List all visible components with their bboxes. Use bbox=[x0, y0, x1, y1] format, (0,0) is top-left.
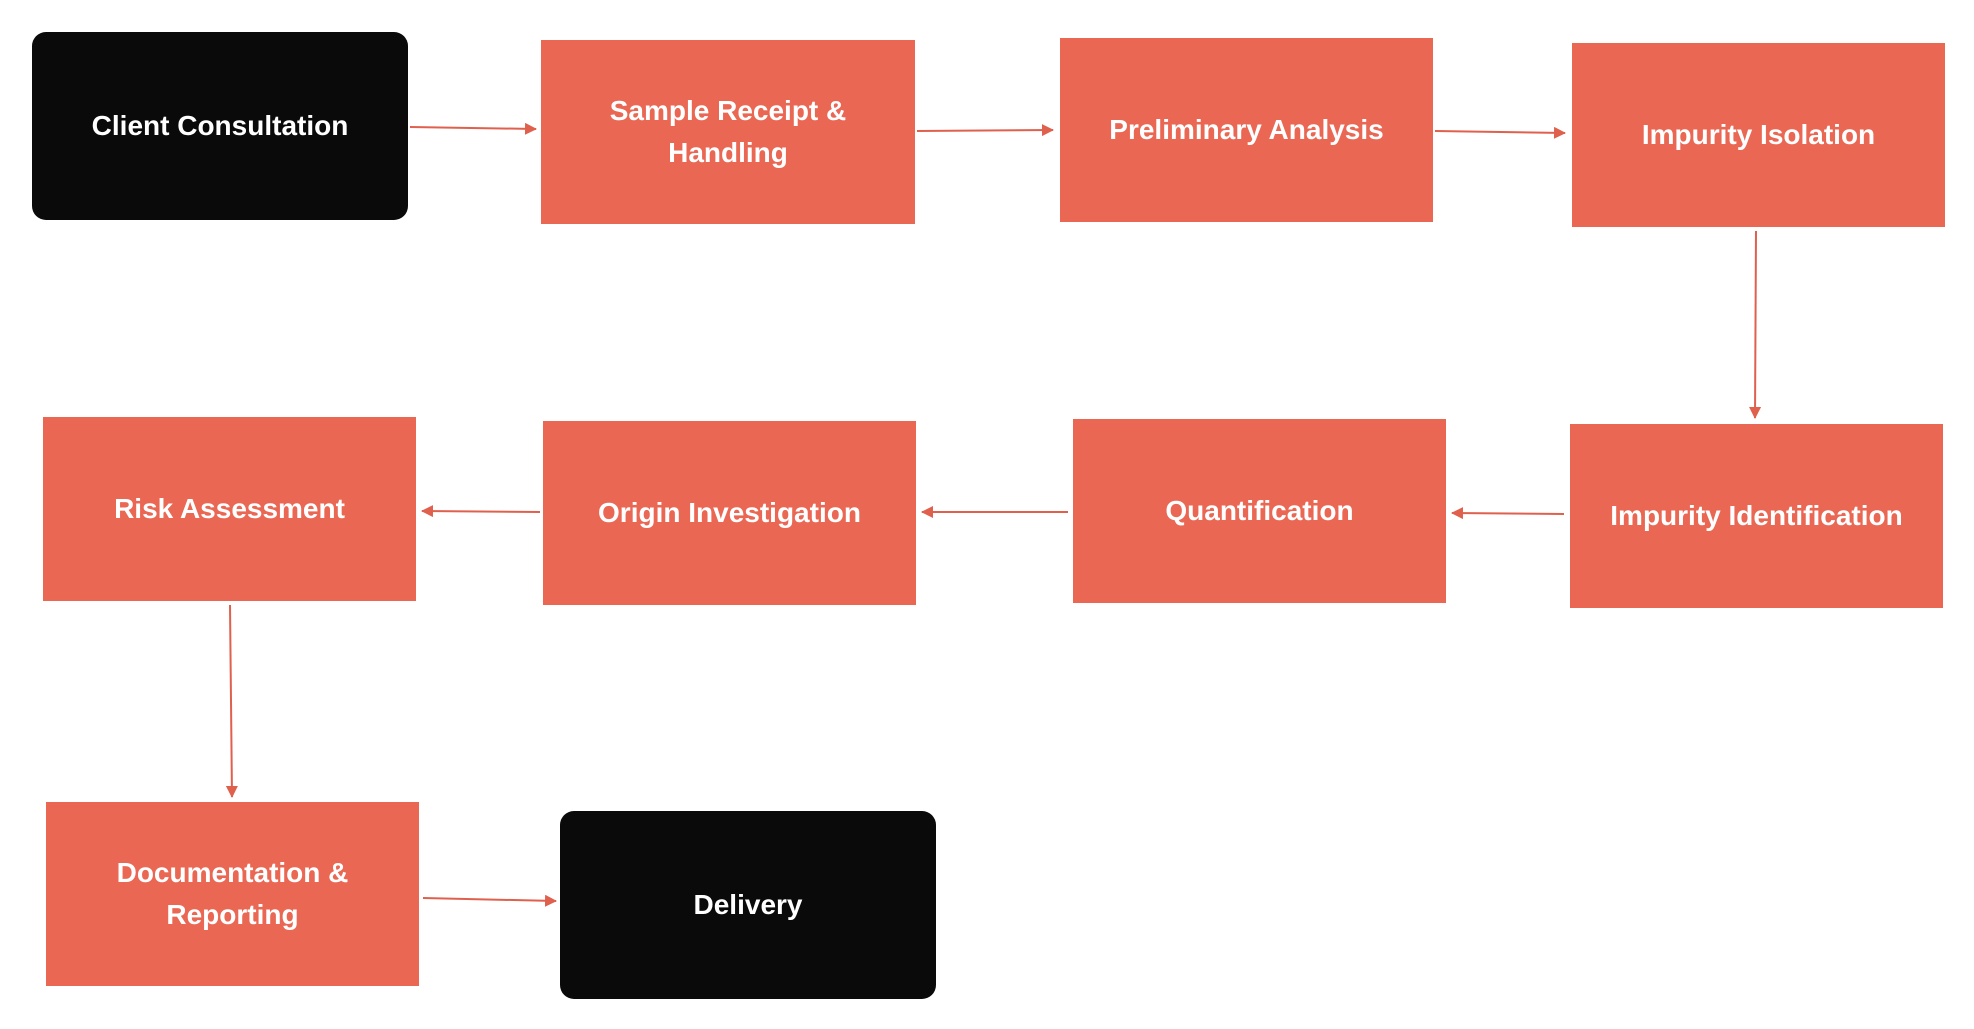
arrow-impurity-identification-to-quantification bbox=[1451, 507, 1565, 520]
node-documentation-reporting: Documentation & Reporting bbox=[46, 802, 419, 986]
node-impurity-identification: Impurity Identification bbox=[1570, 424, 1943, 608]
node-label: Documentation & Reporting bbox=[116, 857, 349, 930]
arrow-documentation-reporting-to-delivery bbox=[422, 894, 557, 907]
arrow-sample-receipt-to-preliminary-analysis bbox=[916, 124, 1054, 137]
node-preliminary-analysis: Preliminary Analysis bbox=[1060, 38, 1433, 222]
node-label: Sample Receipt & Handling bbox=[609, 95, 847, 168]
node-client-consultation: Client Consultation bbox=[32, 32, 408, 220]
node-label: Risk Assessment bbox=[114, 493, 345, 524]
arrow-risk-assessment-to-documentation-reporting bbox=[225, 604, 238, 798]
node-label: Client Consultation bbox=[91, 110, 349, 141]
node-label: Impurity Isolation bbox=[1641, 119, 1876, 150]
node-delivery: Delivery bbox=[560, 811, 936, 999]
node-label: Preliminary Analysis bbox=[1109, 114, 1384, 145]
node-quantification: Quantification bbox=[1073, 419, 1446, 603]
arrow-preliminary-analysis-to-impurity-isolation bbox=[1434, 126, 1566, 139]
node-origin-investigation: Origin Investigation bbox=[543, 421, 916, 605]
node-sample-receipt: Sample Receipt & Handling bbox=[541, 40, 915, 224]
arrow-impurity-isolation-to-impurity-identification bbox=[1749, 230, 1762, 419]
node-impurity-isolation: Impurity Isolation bbox=[1572, 43, 1945, 227]
node-label: Impurity Identification bbox=[1610, 500, 1903, 531]
node-label: Delivery bbox=[693, 889, 803, 920]
arrow-client-consultation-to-sample-receipt bbox=[409, 122, 537, 135]
arrow-origin-investigation-to-risk-assessment bbox=[421, 505, 541, 518]
node-label: Origin Investigation bbox=[598, 497, 861, 528]
node-risk-assessment: Risk Assessment bbox=[43, 417, 416, 601]
node-label: Quantification bbox=[1165, 495, 1354, 526]
